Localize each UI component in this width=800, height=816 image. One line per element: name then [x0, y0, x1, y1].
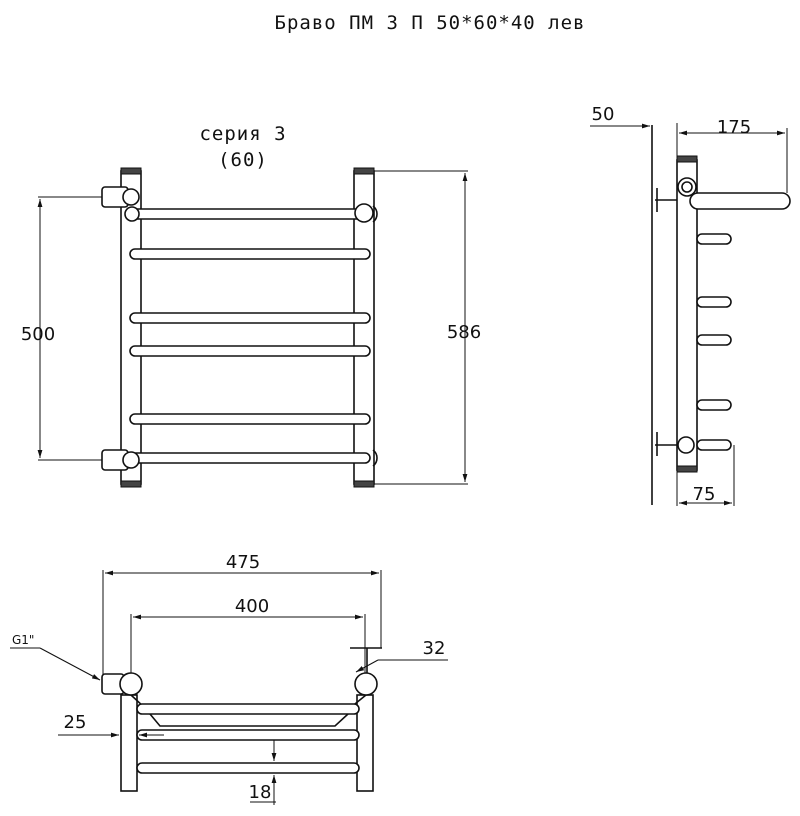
dim-475-label: 475 — [226, 552, 260, 573]
side-rung-4 — [696, 399, 732, 411]
top-right-joint — [354, 672, 378, 696]
dim-175-label: 175 — [717, 117, 751, 138]
bottom-right-bracket — [372, 449, 378, 467]
dim-75-label: 75 — [693, 484, 716, 505]
top-left-joint — [124, 206, 140, 222]
top-right-joint — [354, 203, 374, 223]
g1-label: G1" — [12, 633, 34, 647]
top-view: 475 400 G1" 32 25 — [10, 552, 448, 805]
dim-400-label: 400 — [235, 596, 269, 617]
rung-2 — [129, 248, 371, 260]
dim-586-label: 586 — [447, 322, 481, 343]
right-upright-top-cap — [353, 167, 375, 175]
side-rung-2 — [696, 296, 732, 308]
rung-5 — [129, 413, 371, 425]
top-right-bracket — [372, 205, 378, 223]
front-view: серия 3 (60) 500 5 — [21, 123, 481, 488]
dim-500-label: 500 — [21, 324, 55, 345]
top-left-leg — [120, 694, 138, 792]
shelf-bar-curve — [149, 713, 349, 727]
side-top-joint-inner — [681, 181, 693, 193]
series-sub-label: (60) — [218, 149, 268, 171]
side-upright-top-cap — [676, 155, 698, 163]
side-shelf-bar — [689, 192, 791, 210]
rung-3 — [129, 312, 371, 324]
shelf-bar-3 — [136, 762, 360, 774]
shelf-bar-2 — [136, 729, 360, 741]
side-bottom-joint — [677, 436, 695, 454]
dim-25-label: 25 — [64, 712, 87, 733]
top-left-fitting-nut — [122, 188, 140, 206]
side-rung-1 — [696, 233, 732, 245]
top-left-joint — [119, 672, 143, 696]
series-label: серия 3 — [199, 123, 286, 145]
side-upright-bottom-cap — [676, 465, 698, 473]
side-rung-3 — [696, 334, 732, 346]
left-upright-top-cap — [120, 167, 142, 175]
rung-1 — [127, 208, 369, 220]
left-upright-bottom-cap — [120, 480, 142, 488]
rung-4 — [129, 345, 371, 357]
dim-18-label: 18 — [249, 782, 272, 803]
drawing-title: Браво ПМ 3 П 50*60*40 лев — [275, 12, 586, 34]
side-view: 50 175 75 — [590, 104, 791, 506]
dim-50-label: 50 — [592, 104, 615, 125]
g1-leader — [39, 647, 101, 681]
rung-6 — [129, 452, 371, 464]
dim-32-label: 32 — [423, 638, 446, 659]
bottom-left-fitting-nut — [122, 451, 140, 469]
shelf-bar-1 — [136, 703, 360, 715]
side-rung-5 — [696, 439, 732, 451]
right-upright-bottom-cap — [353, 480, 375, 488]
